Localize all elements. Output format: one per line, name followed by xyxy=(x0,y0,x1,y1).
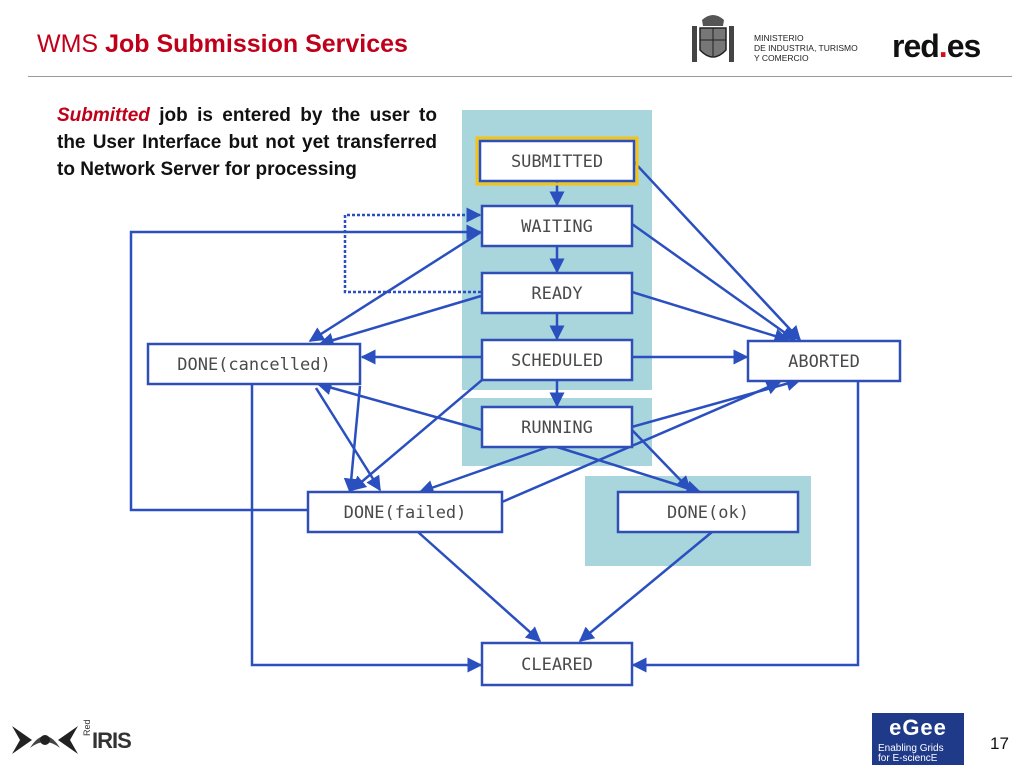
state-box xyxy=(480,641,634,687)
state-node-ready: READY xyxy=(480,271,634,315)
state-label: CLEARED xyxy=(521,655,593,675)
state-label: DONE(cancelled) xyxy=(177,355,331,375)
transition-arrow xyxy=(316,380,483,432)
egee-logo: eGee Enabling Grids for E-sciencE xyxy=(872,713,964,765)
dotted-transition-arrow xyxy=(343,207,482,294)
rediris-logo-icon xyxy=(12,726,78,754)
ministry-line: Y COMERCIO xyxy=(754,53,809,63)
ministry-label: MINISTERIO DE INDUSTRIA, TURISMO Y COMER… xyxy=(754,33,858,63)
header-divider xyxy=(28,76,1012,77)
ministry-line: DE INDUSTRIA, TURISMO xyxy=(754,43,858,53)
state-node-submitted: SUBMITTED xyxy=(475,136,639,186)
transition-arrow xyxy=(308,230,482,343)
transition-arrow xyxy=(417,531,542,642)
state-node-done-cancelled: DONE(cancelled) xyxy=(146,342,362,386)
red-es-logo: red.es xyxy=(892,28,982,65)
state-box xyxy=(480,204,634,248)
state-box xyxy=(616,490,800,534)
transition-arrow xyxy=(418,445,549,495)
state-node-waiting: WAITING xyxy=(480,204,634,248)
transition-arrow xyxy=(343,385,362,494)
description-keyword: Submitted xyxy=(57,105,150,126)
state-label: DONE(failed) xyxy=(344,503,467,523)
state-box xyxy=(478,139,636,183)
state-label: SCHEDULED xyxy=(511,351,603,371)
highlight-frame xyxy=(475,136,639,186)
state-description: Submitted job is entered by the user to … xyxy=(57,102,437,183)
page-number: 17 xyxy=(990,734,1009,753)
transition-arrow xyxy=(633,161,802,342)
state-box xyxy=(146,342,362,386)
state-label: RUNNING xyxy=(521,418,593,438)
egee-wordmark: eGee xyxy=(889,715,947,740)
brand-suffix: es xyxy=(946,28,982,64)
transition-arrow xyxy=(314,387,382,492)
transition-arrow xyxy=(350,379,483,491)
state-node-scheduled: SCHEDULED xyxy=(480,338,634,382)
transition-arrow xyxy=(631,222,797,342)
transition-arrow xyxy=(501,380,782,504)
transition-arrow xyxy=(631,381,860,673)
rediris-small-label: Red xyxy=(82,719,92,736)
state-node-done-ok: DONE(ok) xyxy=(616,490,800,534)
brand-dot: . xyxy=(938,28,948,64)
state-label: SUBMITTED xyxy=(511,152,603,172)
title-prefix: WMS xyxy=(37,30,99,58)
state-label: DONE(ok) xyxy=(667,503,749,523)
state-box xyxy=(480,338,634,382)
ministry-line: MINISTERIO xyxy=(754,33,804,43)
transition-arrow xyxy=(578,531,713,642)
egee-tagline-1: Enabling Grids xyxy=(878,743,944,754)
title-main: Job Submission Services xyxy=(105,30,408,58)
transition-arrow xyxy=(631,429,692,492)
description-text: job is entered by the user to the User I… xyxy=(57,105,437,180)
state-label: ABORTED xyxy=(788,352,860,372)
state-node-running: RUNNING xyxy=(480,405,634,449)
state-node-done-failed: DONE(failed) xyxy=(306,490,504,534)
rediris-label: IRIS xyxy=(92,728,132,753)
state-label: READY xyxy=(531,284,582,304)
state-label: WAITING xyxy=(521,217,593,237)
state-box xyxy=(306,490,504,534)
transition-arrow xyxy=(318,294,482,348)
state-box xyxy=(480,405,634,449)
transition-arrow xyxy=(250,384,483,673)
transition-arrow xyxy=(129,224,482,512)
egee-tagline-2: for E-sciencE xyxy=(878,753,938,764)
brand-main: red xyxy=(892,28,940,64)
page-title: WMS Job Submission Services xyxy=(37,30,408,59)
state-box xyxy=(480,271,634,315)
state-node-cleared: CLEARED xyxy=(480,641,634,687)
state-box xyxy=(746,339,902,383)
state-node-aborted: ABORTED xyxy=(746,339,902,383)
spanish-crest-icon xyxy=(692,15,734,62)
transition-arrow xyxy=(631,290,790,344)
